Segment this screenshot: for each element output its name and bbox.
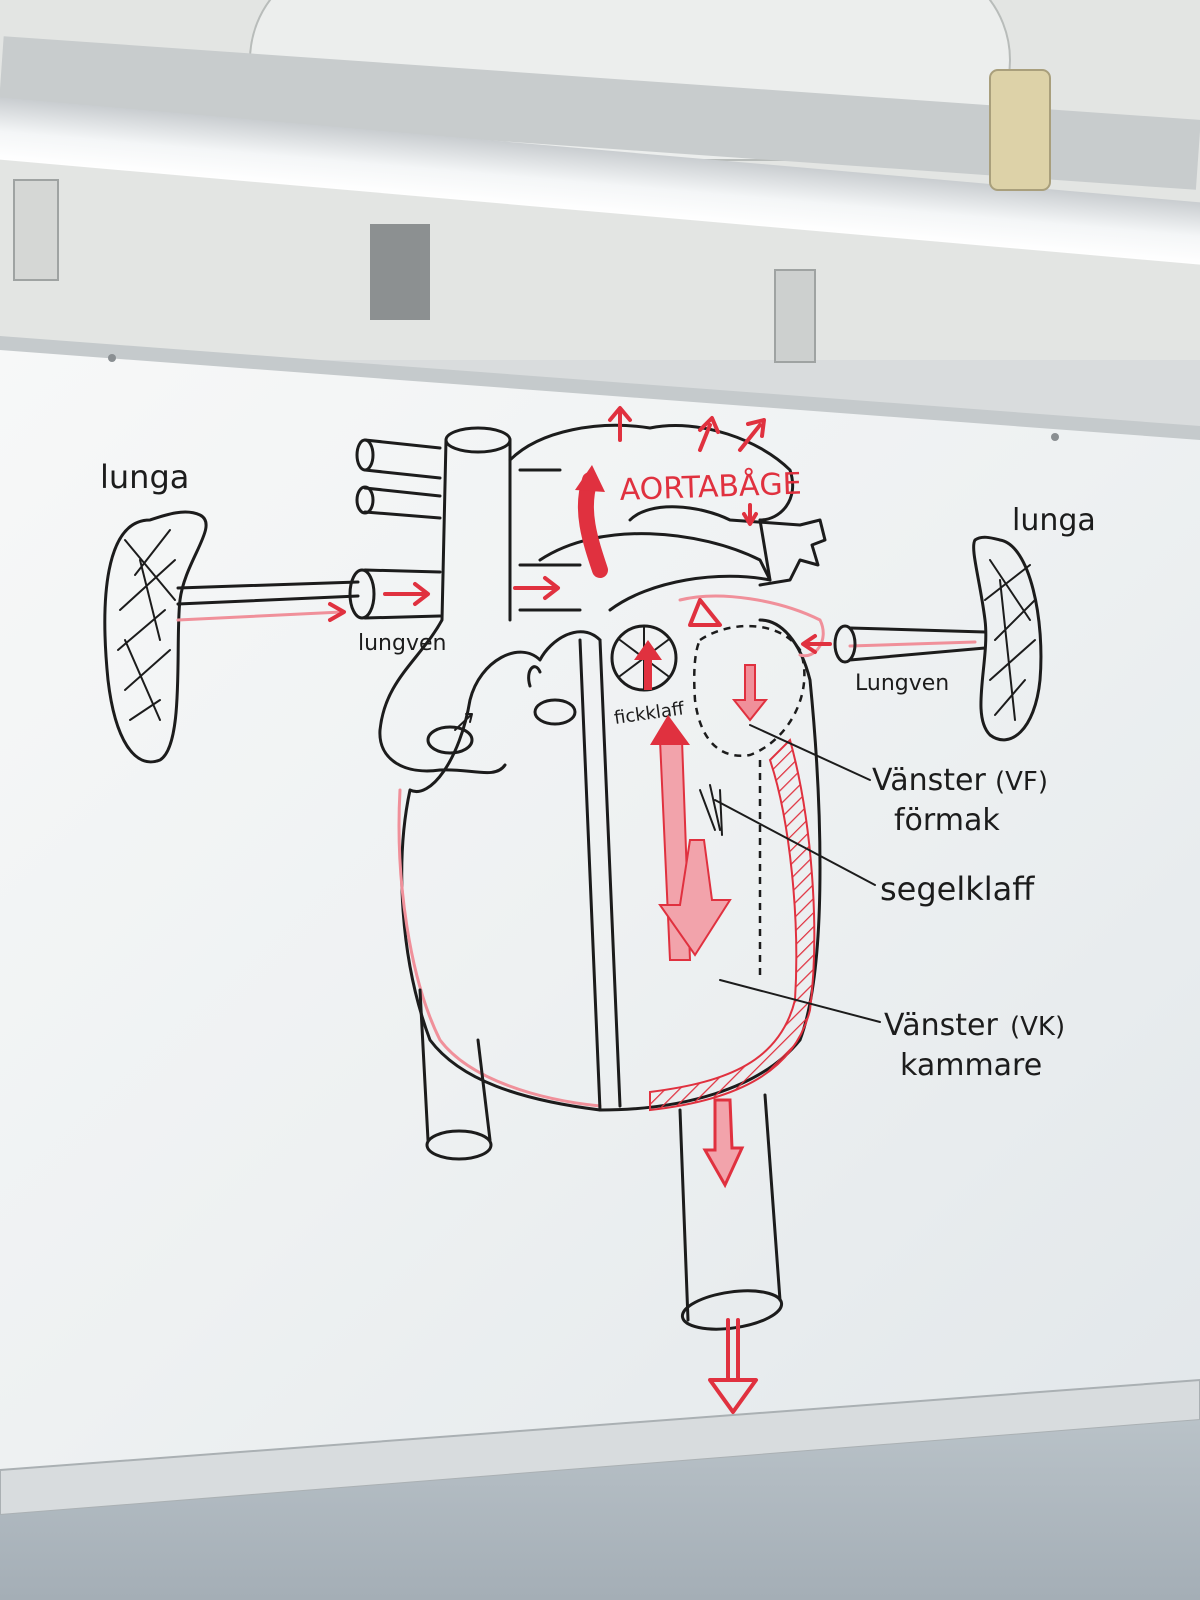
inferior-vena-cava <box>418 988 493 1161</box>
whiteboard-frame-top <box>0 336 1200 440</box>
floor-area <box>0 1420 1200 1600</box>
aorta-arch-label: AORTABÅGE <box>619 466 802 508</box>
wall-bracket-left <box>13 179 59 281</box>
wall-bracket-right <box>774 269 816 363</box>
screw-icon <box>1051 433 1059 441</box>
left-ventricle-abbr: (VK) <box>1010 1012 1065 1042</box>
mitral-valve-label: segelklaff <box>880 870 1035 908</box>
lung-right-label: lunga <box>1012 503 1096 538</box>
left-ventricle-label-line1: Vänster <box>884 1008 998 1043</box>
left-atrium-label-line1: Vänster <box>872 763 986 798</box>
callout-left-atrium <box>749 724 871 781</box>
pocket-valve <box>610 624 678 692</box>
ventricle-flow-arrows <box>650 715 732 961</box>
left-lung-drawing <box>103 510 208 764</box>
heart-outline <box>378 423 827 1112</box>
ventricle-wall-hatch <box>649 738 816 1112</box>
lung-left-label: lunga <box>100 458 189 496</box>
vein-right-label: Lungven <box>855 671 949 696</box>
ceiling-rail <box>0 36 1200 190</box>
wall-bracket-mid <box>370 224 430 320</box>
left-atrium-label-line2: förmak <box>894 803 1000 838</box>
marker-tray <box>0 1378 1200 1517</box>
screw-icon <box>108 354 116 362</box>
descending-aorta <box>678 1093 784 1414</box>
whiteboard <box>0 342 1200 1470</box>
left-ventricle-label-line2: kammare <box>900 1048 1042 1083</box>
pulmonary-veins-left <box>348 438 442 620</box>
right-lung-drawing <box>972 535 1043 742</box>
aorta-arch-arrows <box>575 406 766 578</box>
lamp-bracket <box>989 69 1051 191</box>
callout-mitral-valve <box>714 799 876 886</box>
left-atrium-abbr: (VF) <box>995 767 1048 797</box>
pulmonary-vein-right <box>801 624 987 664</box>
callout-left-ventricle <box>719 979 881 1023</box>
ceiling-lamp <box>0 96 1200 266</box>
